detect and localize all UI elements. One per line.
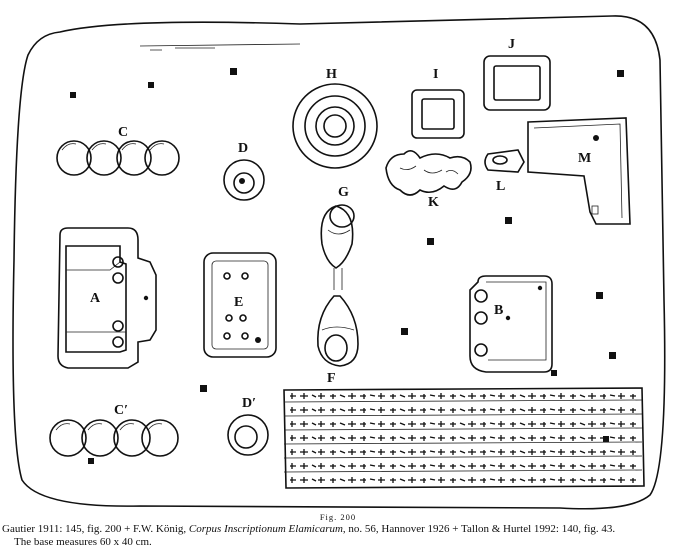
inscription-panel [283,387,645,489]
source-caption: Gautier 1911: 145, fig. 200 + F.W. König… [2,523,674,549]
label-d-prime: D′ [242,396,256,411]
label-h: H [326,67,337,82]
label-e: E [234,295,243,310]
object-d-prime [227,414,269,456]
base-outline [12,15,666,510]
label-k: K [428,195,439,210]
object-m-block [527,117,631,225]
drill-holes [70,68,624,464]
caption-tail: , no. 56, Hannover 1926 + Tallon & Hurte… [342,523,616,535]
label-a: A [90,291,101,306]
label-d: D [238,141,248,156]
object-g-figurine [320,204,355,290]
label-f: F [327,371,336,386]
object-k-animal [385,150,472,196]
object-h-basin [292,83,378,169]
object-a-block [57,227,157,369]
object-c-beads [56,140,180,176]
caption-lead: Gautier 1911: 145, fig. 200 + F.W. König… [2,523,189,535]
object-i-frame [411,89,465,139]
figure-number: Fig. 200 [319,512,357,522]
object-e-plate [203,252,277,358]
object-j-frame [483,55,551,111]
label-g: G [338,185,349,200]
object-d [223,159,265,201]
caption-title: Corpus Inscriptionum Elamicarum [188,523,343,535]
label-c-prime: C′ [114,403,128,418]
object-c-prime-beads [49,419,179,457]
label-l: L [496,179,505,194]
caption-measure: The base measures 60 x 40 cm. [14,536,152,548]
label-j: J [508,37,515,52]
object-l [484,149,525,173]
label-m: M [578,151,591,166]
object-b-block [469,275,553,373]
label-b: B [494,303,503,318]
base-drawing: C C′ A D D′ [12,15,666,510]
object-f-figurine [317,295,359,367]
label-i: I [433,67,438,82]
label-c: C [118,125,128,140]
